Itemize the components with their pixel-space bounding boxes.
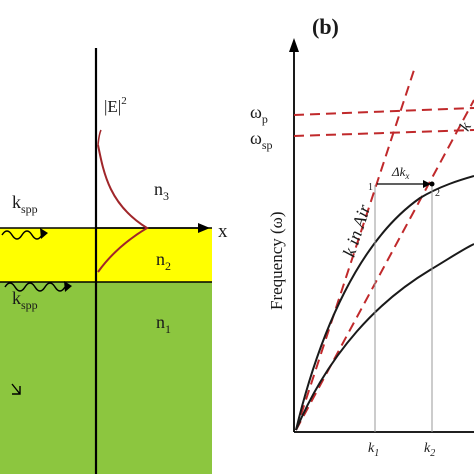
kspp-bottom-arrowhead (64, 281, 72, 292)
frequency-axis-arrowhead (289, 38, 299, 52)
n2-label: n2 (156, 249, 171, 273)
k2-tick-label: k2 (424, 441, 435, 459)
kspp-top-arrowhead (40, 228, 48, 239)
n1-label: n1 (156, 312, 171, 336)
omega-p-dashed-line (293, 107, 474, 116)
x-axis-label: x (218, 221, 228, 242)
kspp-top-label: kspp (12, 192, 38, 216)
n3-label: n3 (154, 179, 169, 203)
film-n2-layer (0, 228, 212, 282)
panel-a: |E|2 x n3 n2 n1 kspp kspp (0, 48, 228, 474)
kspp-bottom-label: kspp (12, 288, 38, 312)
panel-b-label: (b) (312, 14, 339, 39)
point-2-label: 2 (435, 188, 440, 199)
panel-b: (b) Frequency (ω) ωp ωsp k in Air k Δkx … (250, 14, 474, 459)
kspp-bottom-wave-arrow (4, 282, 66, 292)
field-decay-tail (97, 129, 102, 146)
light-line-medium-label: k (457, 119, 474, 134)
field-label: |E|2 (104, 95, 127, 116)
omega-p-label: ωp (250, 102, 268, 126)
spp-dispersion-curve-upper (295, 175, 474, 431)
omega-sp-label: ωsp (250, 128, 273, 152)
substrate-n1-layer (0, 282, 212, 474)
x-axis-arrowhead (198, 223, 210, 233)
light-line-medium (295, 99, 474, 431)
small-corner-arrow (11, 383, 21, 395)
kspp-top-wave-arrow (1, 230, 43, 240)
field-intensity-curve (97, 144, 149, 273)
frequency-axis-label: Frequency (ω) (267, 211, 286, 310)
spp-dispersion-curve-lower (295, 243, 474, 431)
point-2-marker (429, 181, 435, 187)
k1-tick-label: k1 (368, 441, 379, 459)
delta-k-label: Δkx (391, 164, 409, 181)
omega-sp-dashed-line (293, 129, 474, 137)
point-1-label: 1 (368, 182, 373, 193)
delta-k-arrowhead (423, 180, 431, 188)
